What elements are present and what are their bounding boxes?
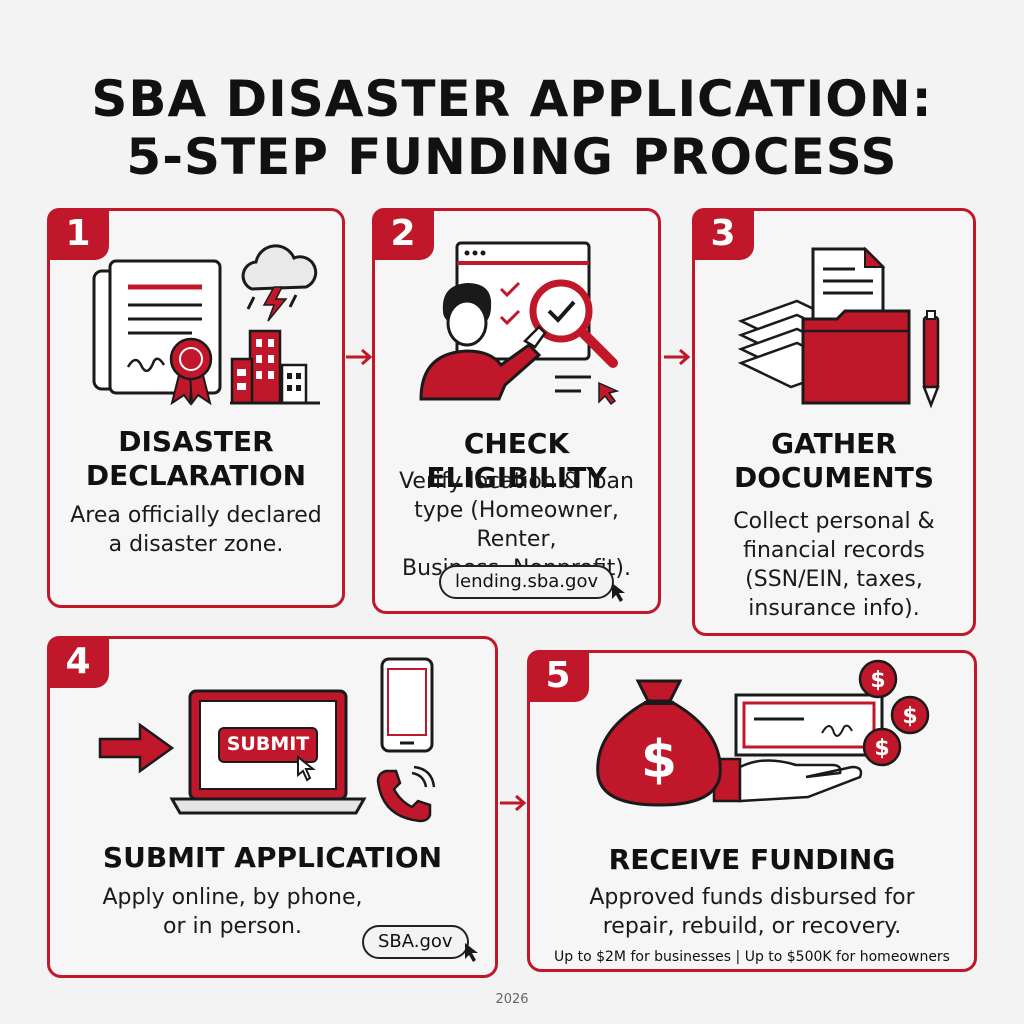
step-1-card: 1 DISASTER xyxy=(47,208,345,608)
step-4-card: 4 SUBMIT SUBMIT APPLICATION Apply online… xyxy=(47,636,498,978)
step-3-description-line-3: (SSN/EIN, taxes, xyxy=(745,567,923,592)
svg-text:$: $ xyxy=(641,730,677,790)
step-2-description-line-1: Verify location & loan xyxy=(399,469,634,494)
step-3-number: 3 xyxy=(692,208,754,260)
coin-icon: $ $ $ xyxy=(858,659,930,767)
cursor-icon xyxy=(297,754,316,782)
hand-icon xyxy=(712,757,863,803)
step-1-heading-line-1: DISASTER xyxy=(118,425,274,458)
cursor-icon xyxy=(464,943,478,962)
step-2-description: Verify location & loan type (Homeowner, … xyxy=(375,467,658,583)
checklist-icon xyxy=(499,281,521,326)
lending-link-label: lending.sba.gov xyxy=(455,571,599,592)
step-5-description: Approved funds disbursed for repair, reb… xyxy=(530,883,974,941)
submit-button-label: SUBMIT xyxy=(226,733,310,755)
step-1-heading-line-2: DECLARATION xyxy=(85,459,307,492)
sba-link-label: SBA.gov xyxy=(378,931,453,952)
step-5-card: 5 $ $ $ $ RECEIVE FUNDING Approved funds d… xyxy=(527,650,977,972)
svg-text:$: $ xyxy=(902,704,917,729)
person-icon xyxy=(419,283,547,401)
step-3-heading-line-1: GATHER xyxy=(771,427,897,460)
step-1-description-line-2: a disaster zone. xyxy=(108,532,284,557)
magnifier-icon xyxy=(529,279,618,368)
buildings-icon xyxy=(230,329,320,405)
step-4-description-line-2: or in person. xyxy=(163,914,302,939)
step-1-description-line-1: Area officially declared xyxy=(70,503,322,528)
step-2-description-line-2: type (Homeowner, Renter, xyxy=(414,498,619,552)
funding-limits-note: Up to $2M for businesses | Up to $500K f… xyxy=(554,949,950,965)
step-4-number: 4 xyxy=(47,636,109,688)
folder-icon xyxy=(801,309,911,405)
arrow-right-icon xyxy=(500,794,527,812)
svg-text:$: $ xyxy=(870,668,885,693)
step-3-card: 3 GATHER DOCUMENTS Collect personal & fi… xyxy=(692,208,976,636)
step-3-description-line-1: Collect personal & xyxy=(733,509,935,534)
step-4-description: Apply online, by phone, or in person. xyxy=(10,883,455,941)
arrow-right-icon xyxy=(664,348,691,366)
step-5-number: 5 xyxy=(527,650,589,702)
step-2-number: 2 xyxy=(372,208,434,260)
smartphone-icon xyxy=(380,657,434,753)
step-3-heading-line-2: DOCUMENTS xyxy=(733,461,935,494)
step-3-description-line-4: insurance info). xyxy=(748,596,920,621)
step-4-heading: SUBMIT APPLICATION xyxy=(102,841,443,874)
step-4-description-line-1: Apply online, by phone, xyxy=(102,885,363,910)
phone-call-icon xyxy=(376,765,436,823)
form-lines-icon xyxy=(555,375,620,406)
arrow-right-icon xyxy=(98,722,175,774)
ribbon-seal-icon xyxy=(169,337,213,406)
step-1-heading: DISASTER DECLARATION xyxy=(50,425,342,493)
pen-icon xyxy=(922,310,940,409)
step-3-description-line-2: financial records xyxy=(743,538,925,563)
step-3-heading: GATHER DOCUMENTS xyxy=(695,427,973,495)
money-bag-icon: $ xyxy=(596,679,722,807)
step-5-description-line-1: Approved funds disbursed for xyxy=(589,885,915,910)
title-line-2: 5-STEP FUNDING PROCESS xyxy=(126,128,898,186)
step-2-card: 2 CHECK ELIGIBILITY Verify location & lo… xyxy=(372,208,661,614)
step-1-number: 1 xyxy=(47,208,109,260)
step-3-description: Collect personal & financial records (SS… xyxy=(695,507,973,623)
cursor-icon xyxy=(612,583,626,602)
submit-button[interactable]: SUBMIT xyxy=(218,727,318,763)
storm-cloud-icon xyxy=(241,244,318,322)
step-5-description-line-2: repair, rebuild, or recovery. xyxy=(602,914,902,939)
arrow-right-icon xyxy=(346,348,373,366)
step-2-heading: CHECK ELIGIBILITY xyxy=(426,427,607,494)
lending-link[interactable]: lending.sba.gov xyxy=(439,565,626,602)
svg-text:$: $ xyxy=(874,736,889,761)
check-icon xyxy=(734,693,884,757)
title-line-1: SBA DISASTER APPLICATION: xyxy=(91,70,933,128)
step-1-description: Area officially declared a disaster zone… xyxy=(50,501,342,559)
sba-link[interactable]: SBA.gov xyxy=(362,925,478,962)
page-title: SBA DISASTER APPLICATION: 5-STEP FUNDING… xyxy=(0,70,1024,186)
footer-year: 2026 xyxy=(495,992,529,1007)
step-5-heading: RECEIVE FUNDING xyxy=(608,843,896,876)
